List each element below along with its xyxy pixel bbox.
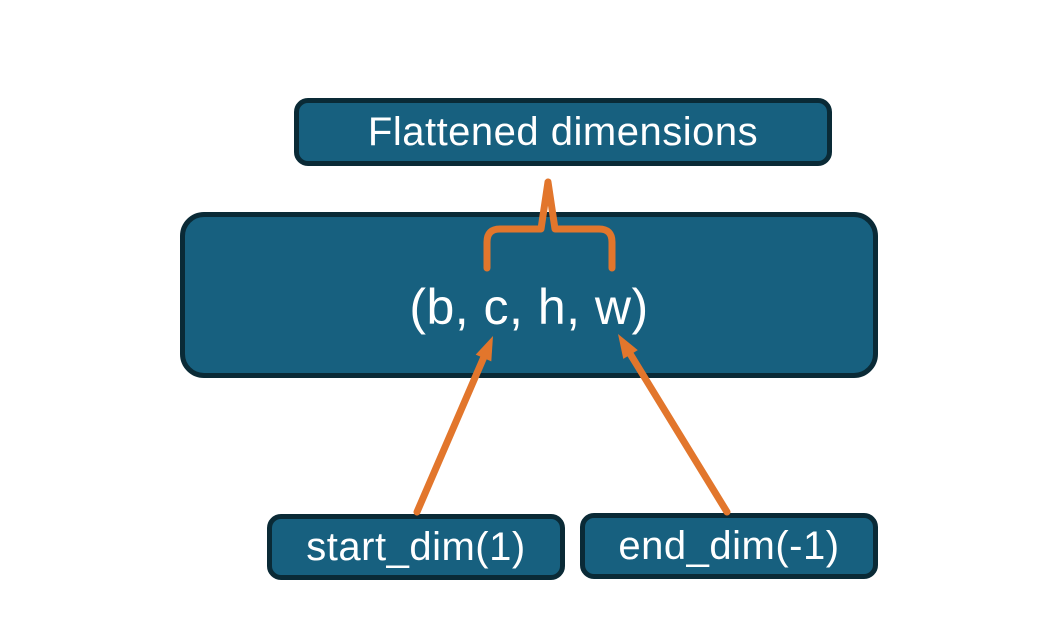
start-dim-box: start_dim(1) — [267, 514, 565, 580]
arrow-start-dim-line — [413, 354, 487, 516]
tensor-shape-label: (b, c, h, w) — [409, 279, 649, 335]
tensor-shape-box: (b, c, h, w) — [180, 212, 878, 378]
start-dim-label: start_dim(1) — [306, 524, 526, 569]
flattened-dimensions-box: Flattened dimensions — [294, 98, 832, 166]
end-dim-box: end_dim(-1) — [580, 513, 878, 579]
flattened-dimensions-label: Flattened dimensions — [367, 109, 759, 154]
end-dim-label: end_dim(-1) — [618, 523, 840, 568]
arrow-end-dim-line — [627, 351, 731, 516]
